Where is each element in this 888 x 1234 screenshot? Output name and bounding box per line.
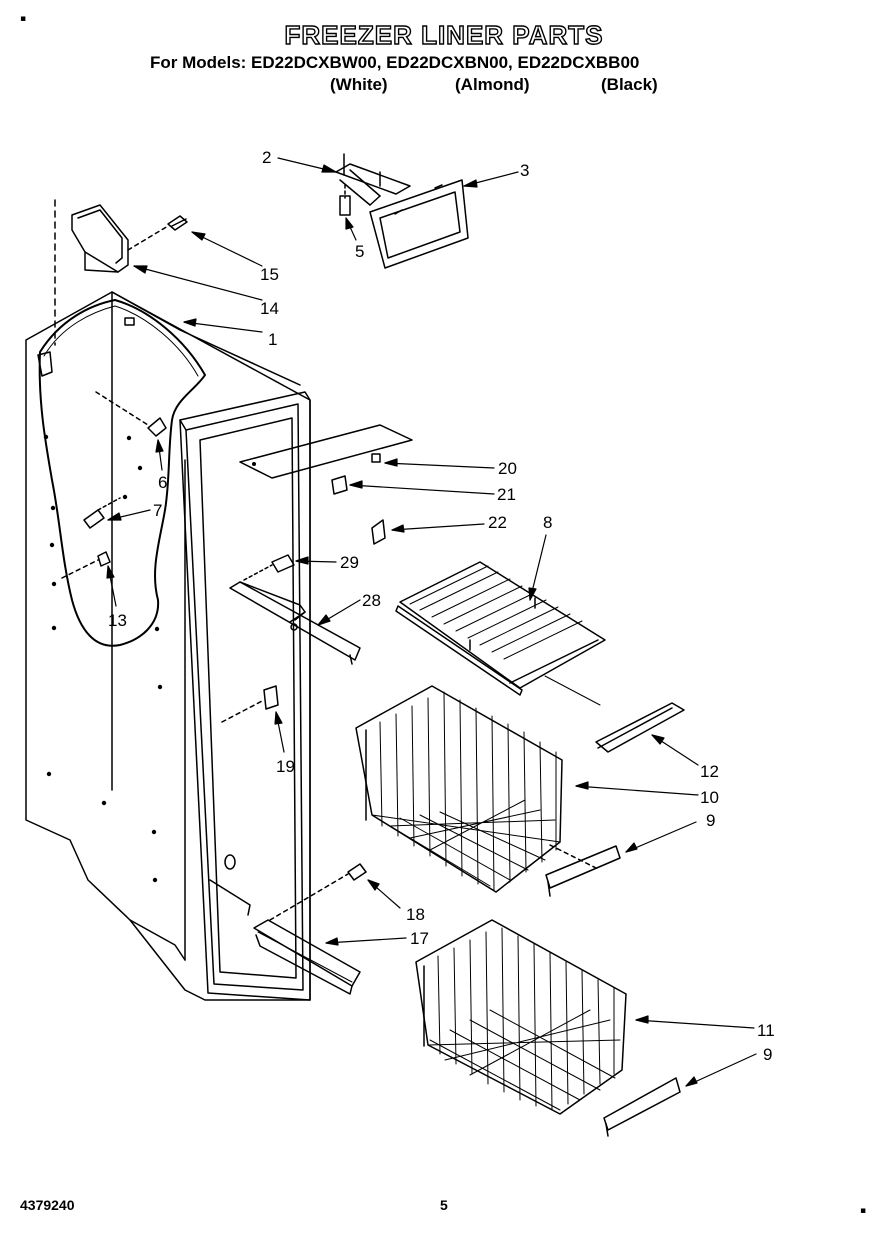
bracket-part-14 — [71, 204, 129, 273]
clip-part-21 — [331, 475, 348, 495]
screw-part-7 — [83, 497, 121, 529]
callout-11: 11 — [757, 1021, 775, 1040]
callout-1: 1 — [268, 330, 277, 349]
screw-part-15 — [127, 215, 188, 251]
screw-part-5 — [339, 184, 351, 216]
color-label-black: (Black) — [601, 75, 658, 94]
callout-5: 5 — [355, 242, 364, 261]
screw-part-13 — [61, 551, 111, 579]
callout-2: 2 — [262, 148, 271, 167]
document-number: 4379240 — [20, 1197, 75, 1213]
screw-part-29 — [243, 554, 295, 581]
cover-panel-part-20 — [239, 424, 413, 479]
drawer-front-part-17 — [253, 919, 361, 995]
screw-part-18 — [269, 863, 367, 921]
callout-22: 22 — [488, 513, 507, 532]
bracket-part-2 — [335, 153, 411, 206]
clip-part-22 — [371, 519, 386, 545]
callout-labels: 1 2 3 5 6 7 8 9 9 10 11 12 13 14 15 17 1… — [108, 148, 775, 1064]
callout-15: 15 — [260, 265, 279, 284]
page-title: FREEZER LINER PARTS — [284, 19, 604, 50]
callout-28: 28 — [362, 591, 381, 610]
slide-part-12 — [544, 675, 685, 753]
color-label-white: (White) — [330, 75, 388, 94]
callout-12: 12 — [700, 762, 719, 781]
basket-part-11 — [415, 919, 627, 1115]
callout-3: 3 — [520, 161, 529, 180]
page-number: 5 — [440, 1197, 448, 1213]
slide-part-9-upper — [545, 844, 621, 897]
callout-21: 21 — [497, 485, 516, 504]
models-line: For Models: ED22DCXBW00, ED22DCXBN00, ED… — [150, 53, 640, 72]
panel-part-3 — [369, 179, 469, 269]
callout-6: 6 — [158, 473, 167, 492]
basket-part-10 — [355, 685, 563, 893]
callout-7: 7 — [153, 501, 162, 520]
clip-part-19 — [221, 685, 279, 723]
callout-10: 10 — [700, 788, 719, 807]
corner-registration-mark-bottom: ▪ — [860, 1206, 867, 1216]
clip-part-6 — [95, 391, 167, 437]
callout-14: 14 — [260, 299, 279, 318]
callout-9-upper: 9 — [706, 811, 715, 830]
wire-shelf-part-8 — [395, 561, 606, 696]
corner-registration-mark: ▪ — [20, 14, 27, 24]
color-label-almond: (Almond) — [455, 75, 530, 94]
callout-8: 8 — [543, 513, 552, 532]
freezer-liner — [25, 199, 311, 1001]
liner-holes — [43, 434, 163, 883]
callout-18: 18 — [406, 905, 425, 924]
callout-20: 20 — [498, 459, 517, 478]
shelf-support-part-28 — [229, 581, 361, 665]
callout-19: 19 — [276, 757, 295, 776]
leader-arrows — [106, 157, 757, 1087]
callout-13: 13 — [108, 611, 127, 630]
callout-17: 17 — [410, 929, 429, 948]
callout-9-lower: 9 — [763, 1045, 772, 1064]
callout-29: 29 — [340, 553, 359, 572]
slide-part-9-lower — [603, 1077, 681, 1137]
